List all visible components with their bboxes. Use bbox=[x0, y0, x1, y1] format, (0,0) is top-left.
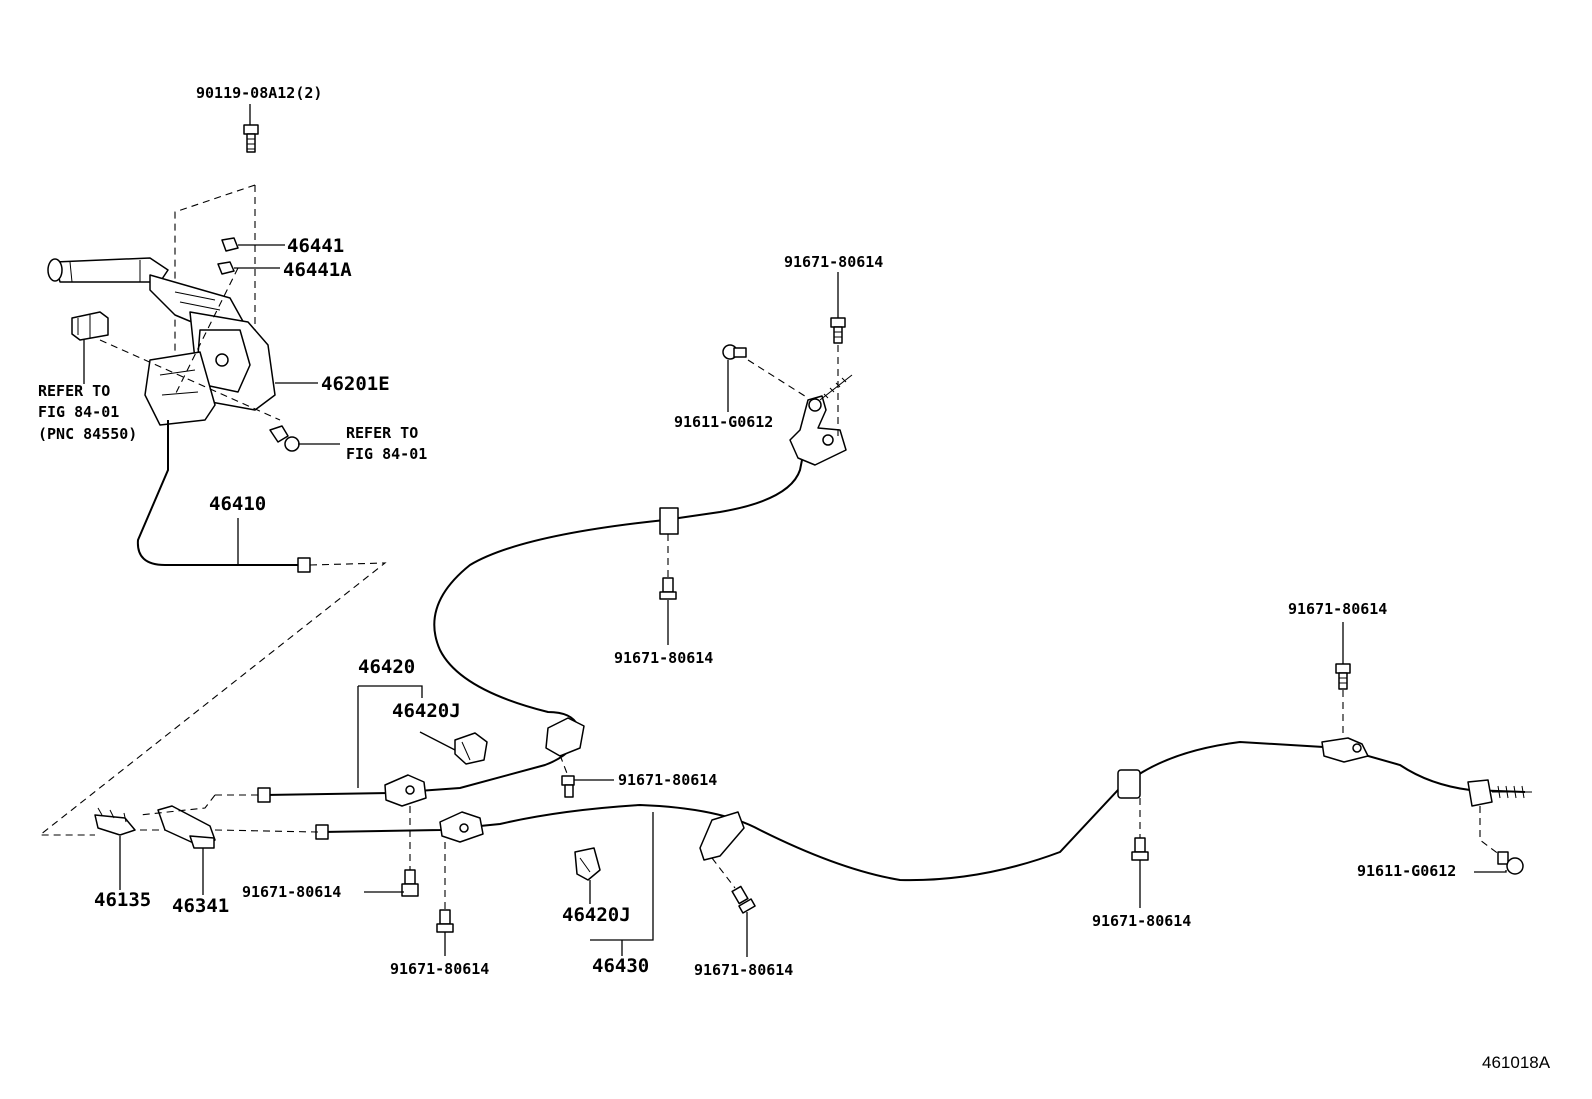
label-bracket-46341: 46341 bbox=[172, 895, 229, 917]
label-refer1-line3: (PNC 84550) bbox=[38, 425, 137, 443]
label-bolt-upper-mid: 91671-80614 bbox=[614, 649, 713, 667]
bolt-right-lower-icon bbox=[1131, 837, 1149, 861]
bolt-mid-clip-icon bbox=[561, 775, 575, 798]
bolt-right-top-icon bbox=[1335, 663, 1351, 690]
label-refer1-line1: REFER TO bbox=[38, 382, 110, 400]
label-bolt-upper-right-top: 91671-80614 bbox=[784, 253, 883, 271]
label-cable-46430: 46430 bbox=[592, 955, 649, 977]
label-bolt-left-lower: 91671-80614 bbox=[242, 883, 341, 901]
leader-lines bbox=[83, 104, 1507, 957]
label-bolt-mid-clip: 91671-80614 bbox=[618, 771, 717, 789]
label-clip-46441a: 46441A bbox=[283, 259, 352, 281]
label-bolt-top: 90119-08A12(2) bbox=[196, 84, 322, 102]
bolt-upper-mid-icon bbox=[659, 577, 677, 600]
label-bolt-91611-left: 91611-G0612 bbox=[674, 413, 773, 431]
label-clamp-46420j-lower: 46420J bbox=[562, 904, 631, 926]
bolt-91611-left-icon bbox=[722, 344, 747, 360]
label-clamp-46420j-upper: 46420J bbox=[392, 700, 461, 722]
bracket-46341-icon bbox=[157, 805, 216, 849]
label-refer2-line1: REFER TO bbox=[346, 424, 418, 442]
label-refer2-line2: FIG 84-01 bbox=[346, 445, 427, 463]
label-cable-46410: 46410 bbox=[209, 493, 266, 515]
label-bolt-right-top: 91671-80614 bbox=[1288, 600, 1387, 618]
equalizer-46135-icon bbox=[94, 807, 136, 836]
label-cable-46420: 46420 bbox=[358, 656, 415, 678]
bolt-left-lower-icon bbox=[401, 869, 419, 897]
bolt-90119-icon bbox=[243, 124, 259, 153]
label-bolt-bottom-left: 91671-80614 bbox=[390, 960, 489, 978]
bolt-bottom-mid-icon bbox=[731, 885, 756, 914]
parking-brake-lever-assembly bbox=[47, 184, 281, 426]
label-lever-46201e: 46201E bbox=[321, 373, 390, 395]
bolt-upper-right-top-icon bbox=[830, 317, 846, 344]
label-clip-46441: 46441 bbox=[287, 235, 344, 257]
clamp-46420j-upper-icon bbox=[454, 732, 488, 765]
label-bolt-bottom-mid: 91671-80614 bbox=[694, 961, 793, 979]
bolt-bottom-left-icon bbox=[436, 909, 454, 933]
rear-cable-46420 bbox=[257, 374, 853, 807]
label-equalizer-46135: 46135 bbox=[94, 889, 151, 911]
bolt-91611-right-icon bbox=[1497, 851, 1524, 875]
label-bolt-91611-right: 91611-G0612 bbox=[1357, 862, 1456, 880]
rear-cable-46430 bbox=[315, 737, 1532, 882]
clamp-46420j-lower-icon bbox=[574, 847, 601, 881]
bolt-refer-icon bbox=[269, 425, 300, 452]
figure-id: 461018A bbox=[1482, 1053, 1551, 1072]
label-bolt-right-lower: 91671-80614 bbox=[1092, 912, 1191, 930]
front-cable-46410 bbox=[38, 420, 387, 836]
label-refer1-line2: FIG 84-01 bbox=[38, 403, 119, 421]
